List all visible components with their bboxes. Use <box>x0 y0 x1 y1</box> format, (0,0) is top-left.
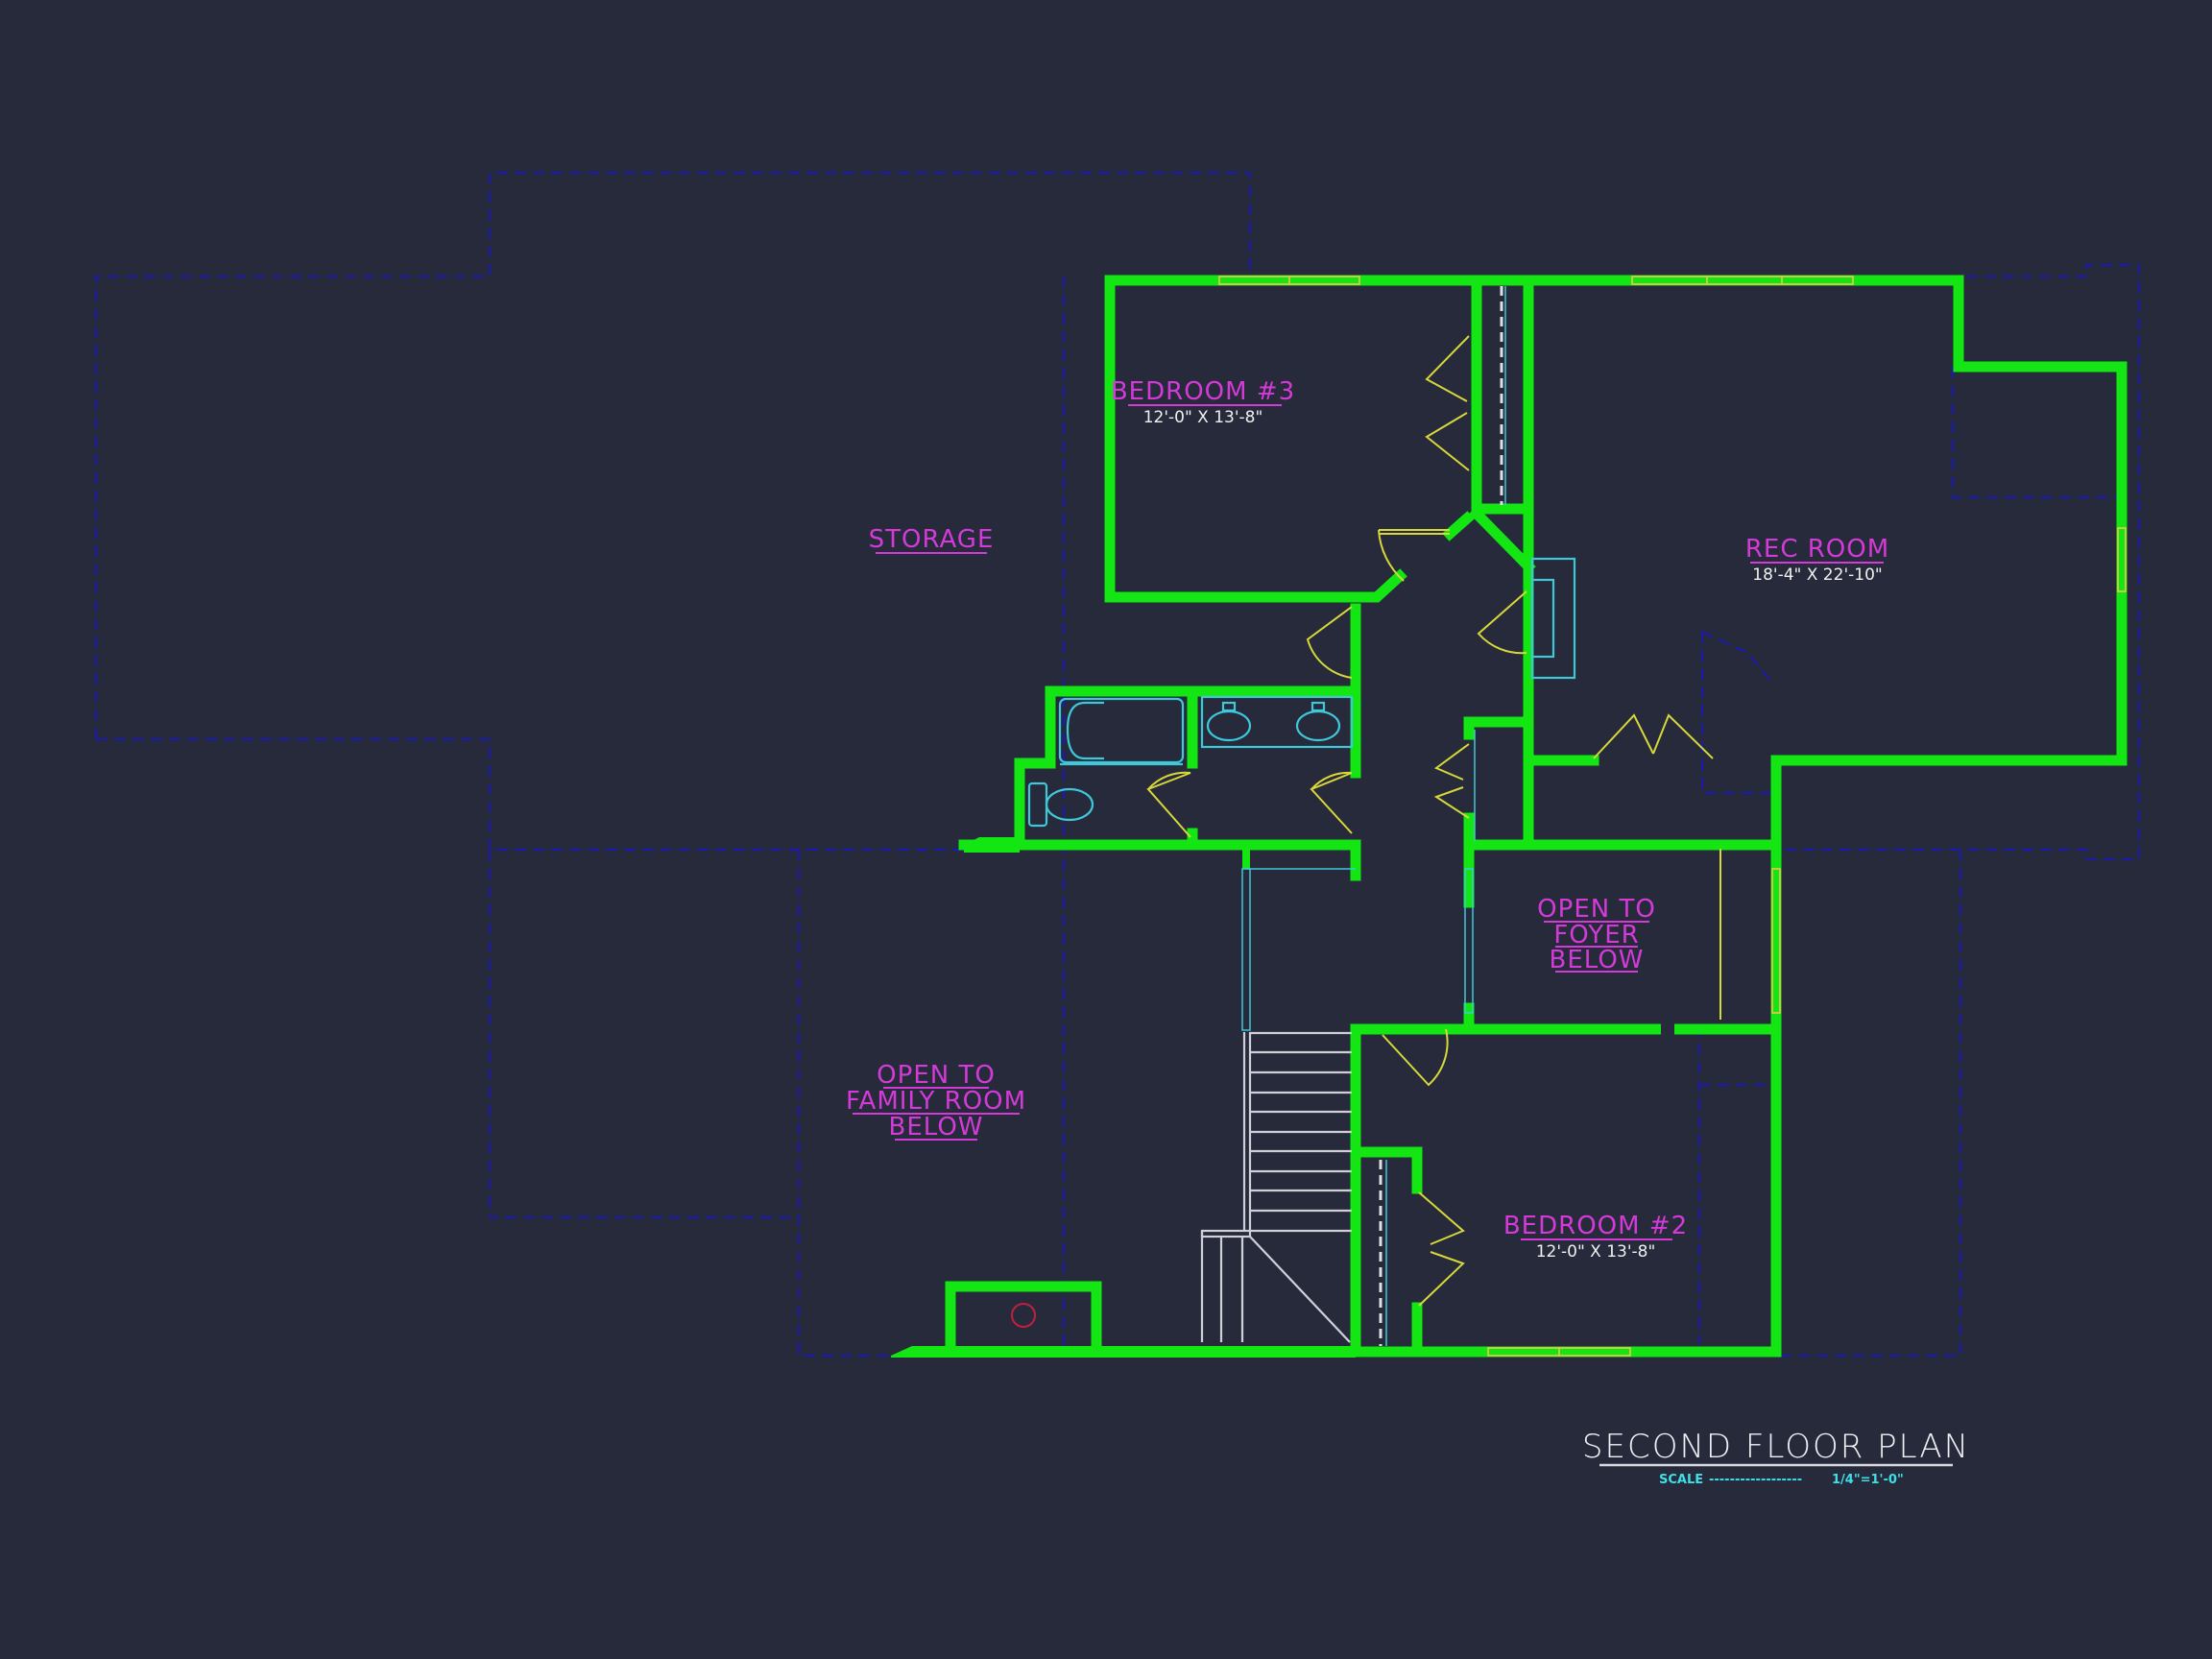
svg-text:FAMILY ROOM: FAMILY ROOM <box>846 1087 1026 1116</box>
hidden-lines <box>94 171 2141 1358</box>
svg-text:BEDROOM #2: BEDROOM #2 <box>1503 1212 1688 1240</box>
doors <box>1146 335 1714 1307</box>
label-open-to-family-room: OPEN TO FAMILY ROOM BELOW <box>846 1061 1026 1142</box>
drawing-title: SECOND FLOOR PLAN <box>1582 1428 1970 1466</box>
label-rec-room: REC ROOM 18'-4" X 22'-10" <box>1745 535 1889 585</box>
svg-text:FOYER: FOYER <box>1553 921 1639 950</box>
svg-text:18'-4" X 22'-10": 18'-4" X 22'-10" <box>1752 565 1882 585</box>
svg-text:BELOW: BELOW <box>1550 946 1645 974</box>
svg-text:12'-0" X 13'-8": 12'-0" X 13'-8" <box>1536 1242 1656 1262</box>
walls <box>891 275 2128 1358</box>
scale-dashes: ------------------ <box>1709 1473 1802 1487</box>
scale-value: 1/4"=1'-0" <box>1832 1473 1904 1487</box>
flue-icon <box>1011 1303 1036 1328</box>
fixtures <box>1011 286 1576 1346</box>
svg-text:BELOW: BELOW <box>889 1113 984 1142</box>
label-storage: STORAGE <box>869 525 995 554</box>
svg-text:OPEN TO: OPEN TO <box>1537 895 1656 924</box>
label-bedroom-3: BEDROOM #3 12'-0" X 13'-8" <box>1111 377 1295 427</box>
svg-text:12'-0" X 13'-8": 12'-0" X 13'-8" <box>1143 408 1263 427</box>
svg-text:BEDROOM #3: BEDROOM #3 <box>1111 377 1295 406</box>
svg-text:REC ROOM: REC ROOM <box>1745 535 1889 564</box>
svg-text:OPEN TO: OPEN TO <box>877 1061 996 1090</box>
label-bedroom-2: BEDROOM #2 12'-0" X 13'-8" <box>1503 1212 1688 1262</box>
svg-text:STORAGE: STORAGE <box>869 525 995 554</box>
scale-label: SCALE <box>1659 1473 1703 1487</box>
stairs <box>1200 1031 1352 1343</box>
room-labels: BEDROOM #3 12'-0" X 13'-8" REC ROOM 18'-… <box>846 377 1889 1262</box>
windows <box>1218 276 2127 1357</box>
title-block: SECOND FLOOR PLAN SCALE ----------------… <box>1582 1428 1970 1487</box>
label-open-to-foyer: OPEN TO FOYER BELOW <box>1537 895 1656 974</box>
